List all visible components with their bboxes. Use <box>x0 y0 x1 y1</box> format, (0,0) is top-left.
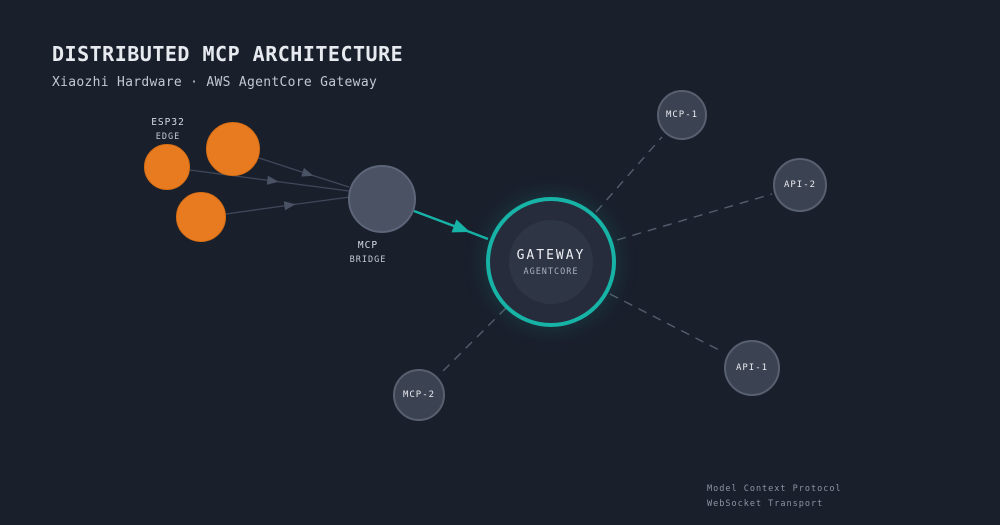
satellite-node-api-2-label: API-2 <box>783 180 817 190</box>
esp32-node-1 <box>144 144 190 190</box>
footer-annotation: Model Context Protocol WebSocket Transpo… <box>707 482 842 512</box>
header: DISTRIBUTED MCP ARCHITECTURE Xiaozhi Har… <box>52 42 403 90</box>
edge-bridge-to-gateway <box>413 209 489 241</box>
mcp-bridge-node <box>348 165 416 233</box>
esp32-cluster-label: ESP32 EDGE <box>128 116 208 144</box>
gateway-subtitle: AGENTCORE <box>523 266 579 277</box>
edge-gateway-to-mcp2 <box>437 307 507 377</box>
edge-gateway-to-api1 <box>609 293 724 353</box>
satellite-node-mcp-1: MCP-1 <box>657 90 707 140</box>
page-subtitle: Xiaozhi Hardware · AWS AgentCore Gateway <box>52 75 378 90</box>
satellite-node-api-1: API-1 <box>724 340 780 396</box>
edge-esp1-to-bridge <box>189 169 350 192</box>
satellite-node-mcp-1-label: MCP-1 <box>665 110 699 120</box>
footer-line2: WebSocket Transport <box>707 499 824 509</box>
esp32-node-3 <box>176 192 226 242</box>
mcp-bridge-label-line1: MCP <box>357 240 379 251</box>
satellite-node-api-2: API-2 <box>773 158 827 212</box>
satellite-node-api-1-label: API-1 <box>735 363 769 373</box>
gateway-title: GATEWAY <box>516 247 586 263</box>
satellite-node-mcp-2-label: MCP-2 <box>402 390 436 400</box>
page-title: DISTRIBUTED MCP ARCHITECTURE <box>52 42 404 66</box>
gateway-labels: GATEWAY AGENTCORE <box>517 248 586 277</box>
esp32-node-2 <box>206 122 260 176</box>
esp32-cluster-label-line1: ESP32 <box>151 117 185 128</box>
satellite-node-mcp-2: MCP-2 <box>393 369 445 421</box>
edge-gateway-to-mcp1 <box>595 136 663 213</box>
footer-line1: Model Context Protocol <box>707 484 842 494</box>
mcp-bridge-label: MCP BRIDGE <box>328 239 408 267</box>
edge-gateway-to-api2 <box>616 193 773 241</box>
edge-esp3-to-bridge <box>225 196 351 215</box>
gateway-inner-ring <box>509 220 593 304</box>
esp32-cluster-label-line2: EDGE <box>155 132 181 142</box>
mcp-bridge-label-line2: BRIDGE <box>349 255 387 265</box>
edge-esp2-to-bridge <box>258 157 350 188</box>
gateway-node: GATEWAY AGENTCORE <box>486 197 616 327</box>
